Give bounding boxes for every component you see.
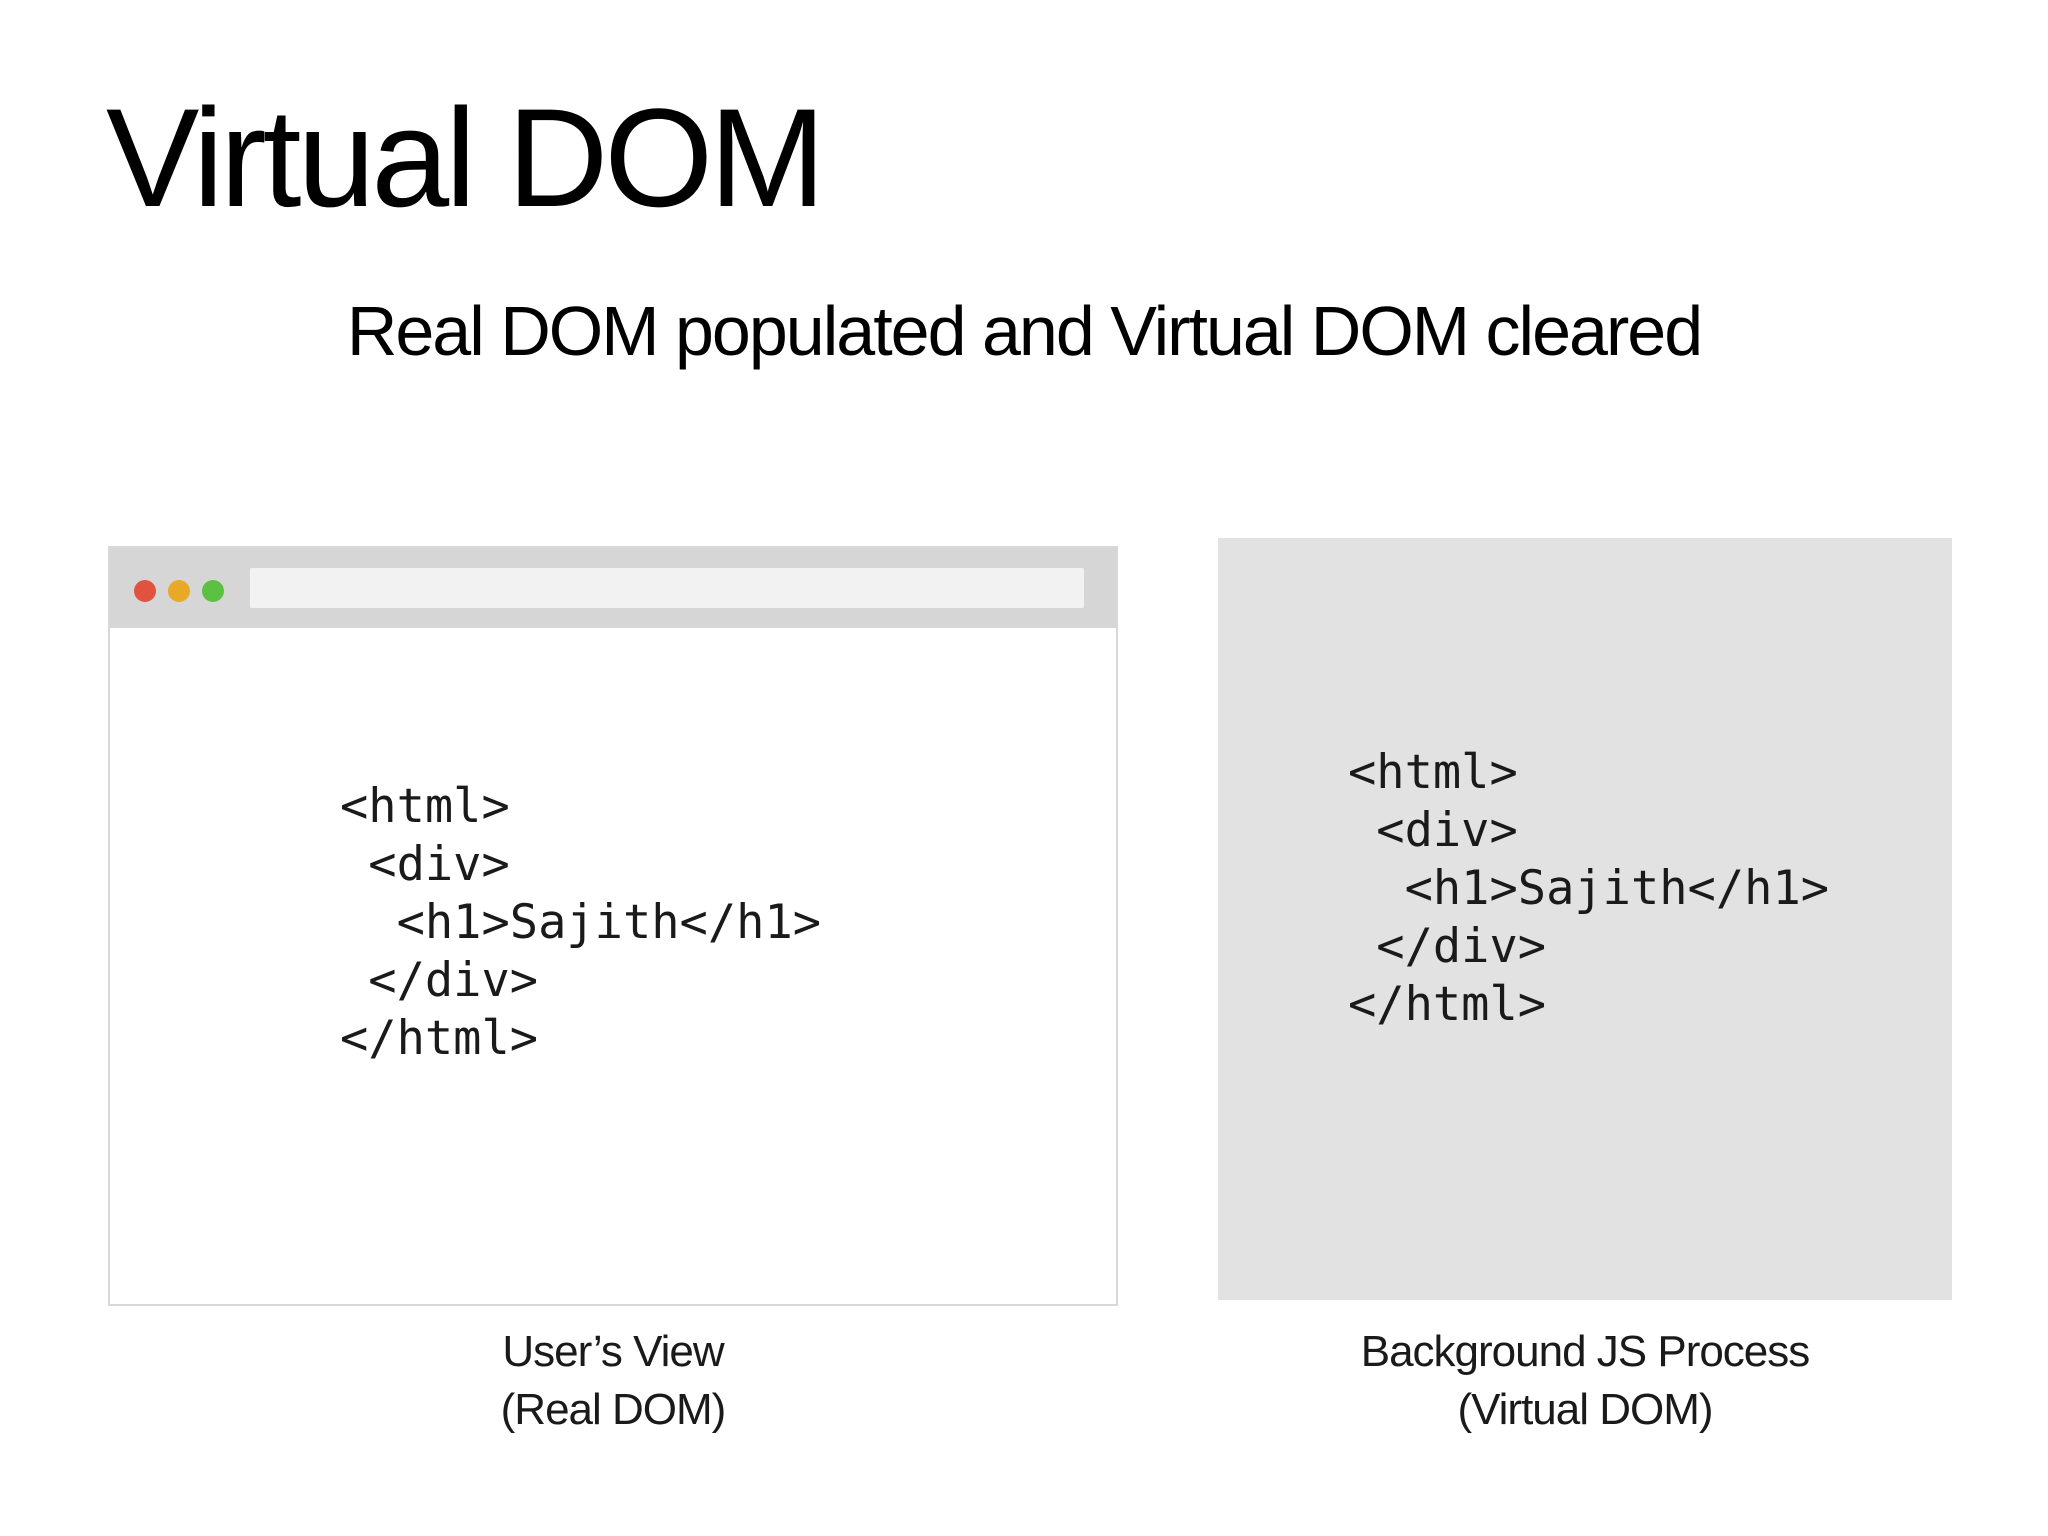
real-dom-caption: User’s View (Real DOM) — [108, 1323, 1118, 1439]
real-dom-caption-line2: (Real DOM) — [500, 1385, 727, 1434]
address-bar — [250, 568, 1084, 608]
virtual-dom-panel: <html> <div> <h1>Sajith</h1> </div> </ht… — [1218, 538, 1952, 1300]
browser-window-mock: <html> <div> <h1>Sajith</h1> </div> </ht… — [108, 546, 1118, 1306]
close-dot-icon — [134, 580, 156, 602]
minimize-dot-icon — [168, 580, 190, 602]
slide-subtitle: Real DOM populated and Virtual DOM clear… — [346, 292, 1703, 370]
real-dom-code: <html> <div> <h1>Sajith</h1> </div> </ht… — [340, 779, 822, 1066]
real-dom-caption-line1: User’s View — [502, 1327, 724, 1376]
virtual-dom-code: <html> <div> <h1>Sajith</h1> </div> </ht… — [1348, 745, 1830, 1032]
virtual-dom-caption: Background JS Process (Virtual DOM) — [1218, 1323, 1952, 1439]
maximize-dot-icon — [202, 580, 224, 602]
virtual-dom-caption-line2: (Virtual DOM) — [1457, 1385, 1713, 1434]
slide-title: Virtual DOM — [106, 79, 826, 236]
virtual-dom-caption-line1: Background JS Process — [1360, 1327, 1811, 1376]
browser-titlebar — [110, 548, 1116, 628]
